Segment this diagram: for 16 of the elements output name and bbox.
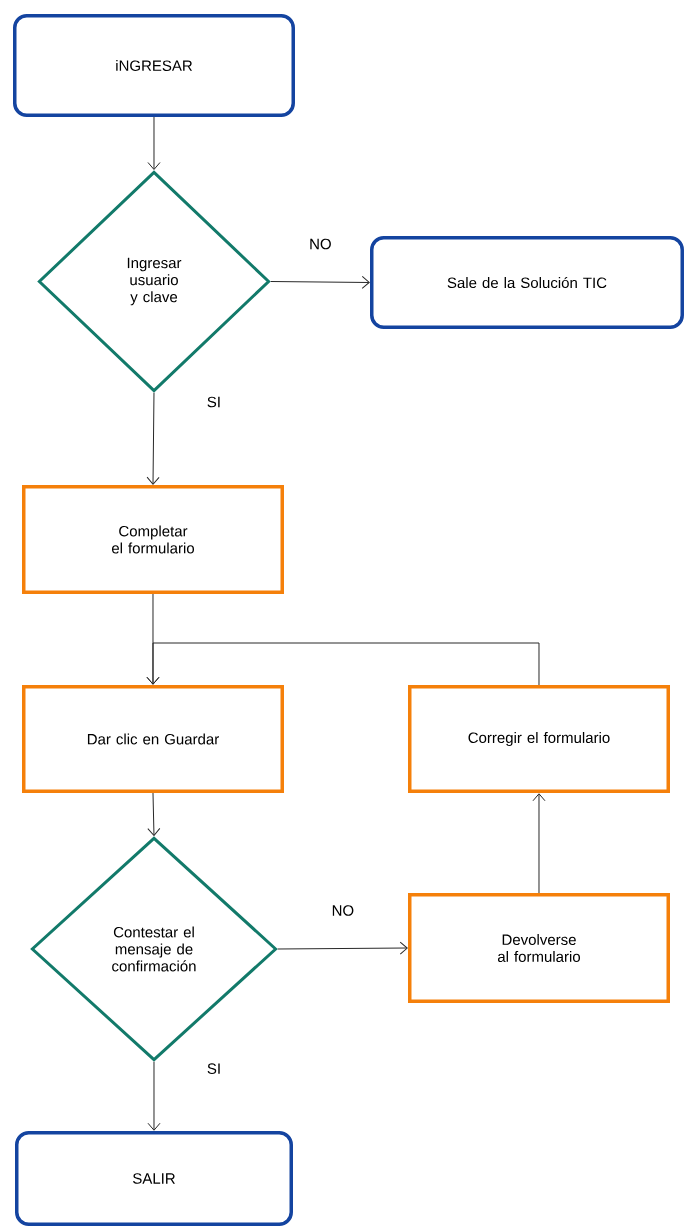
process-box: Completar el formulario [22, 485, 284, 594]
arrow [147, 116, 161, 170]
process-box: Dar clic en Guardar [22, 685, 284, 793]
terminal-box: SALIR [15, 1131, 293, 1226]
arrow [146, 392, 160, 485]
process-box: Corregir el formulario [408, 685, 670, 793]
terminal-box: Sale de la Solución TIC [370, 236, 684, 329]
arrow [532, 793, 546, 894]
edge-label: NO [330, 904, 356, 917]
arrow [270, 275, 370, 289]
process-box: Devolverse al formulario [408, 893, 670, 1003]
terminal-box: iNGRESAR [13, 14, 295, 117]
arrow [147, 792, 161, 836]
arrow [146, 642, 540, 686]
arrow [147, 1061, 161, 1131]
arrow [277, 941, 408, 955]
